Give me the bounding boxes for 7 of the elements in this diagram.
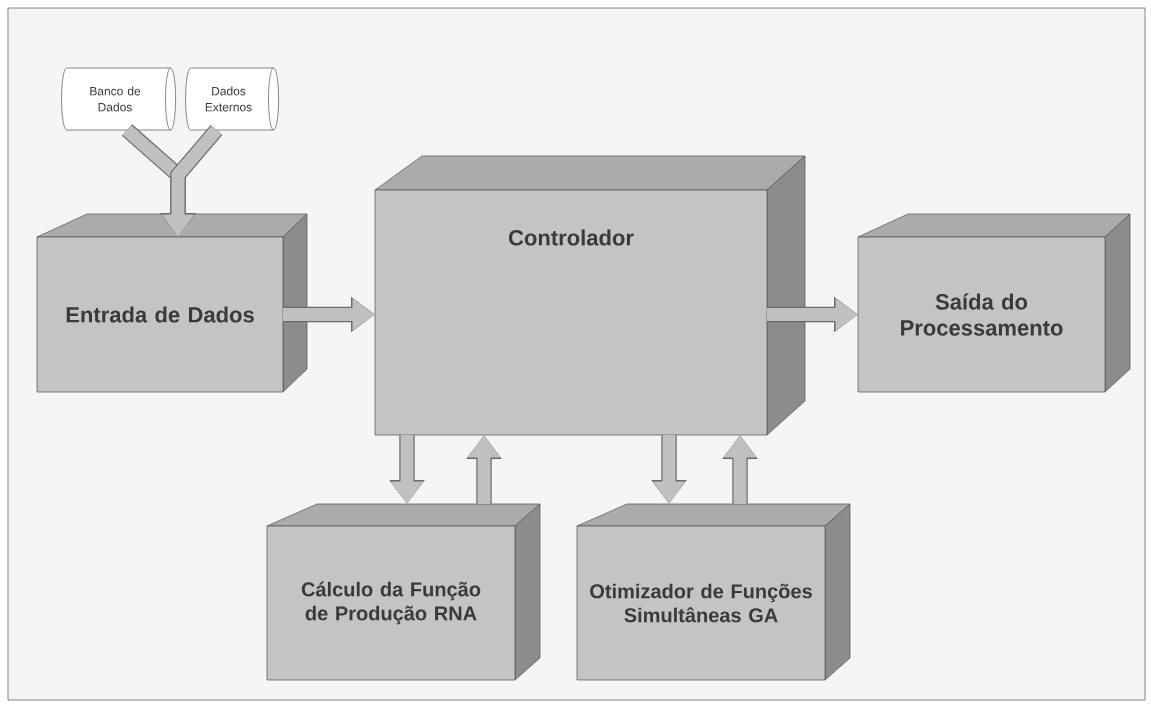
3d-box: Cálculo da Função de Produção RNA [266,503,541,681]
database-cylinder: Dados Externos [185,67,279,131]
3d-box: Controlador [374,155,806,436]
3d-box: Entrada de Dados [36,213,308,393]
3d-box: Saída do Processamento [857,213,1131,393]
3d-box: Otimizador de Funções Simultâneas GA [576,503,851,681]
database-cylinder: Banco de Dados [61,67,176,131]
